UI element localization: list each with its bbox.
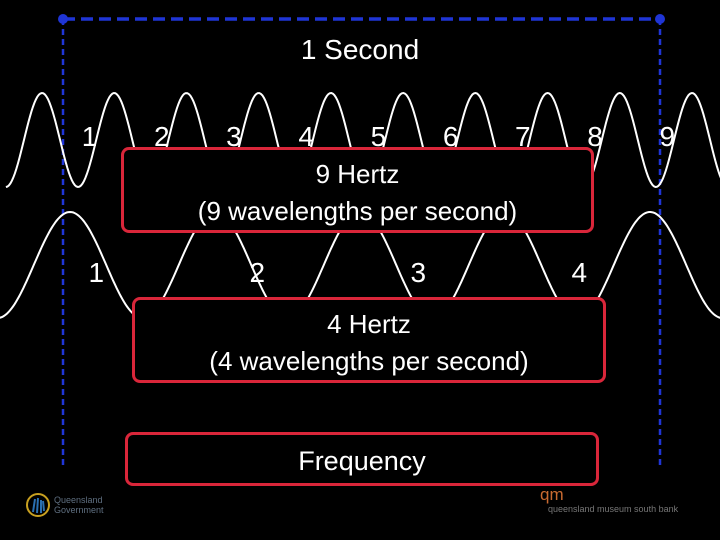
logo-line-2: Government — [54, 505, 104, 515]
logo-line-1: Queensland — [54, 495, 103, 505]
nine-hertz-cycle-label-5: 5 — [370, 121, 387, 152]
four-hertz-cycle-label-2: 2 — [249, 257, 266, 288]
nine-hertz-cycle-label-3: 3 — [226, 121, 242, 152]
frequency-label: Frequency — [298, 446, 426, 476]
nine-hertz-cycle-label-4: 4 — [298, 121, 314, 152]
bracket-dot-left — [58, 14, 68, 24]
four-hertz-title: 4 Hertz — [327, 309, 411, 339]
nine-hertz-title: 9 Hertz — [315, 159, 400, 189]
queensland-museum-text: queensland museum south bank — [548, 504, 679, 514]
nine-hertz-cycle-label-8: 8 — [587, 121, 603, 152]
queensland-museum-mark: qm — [540, 485, 564, 504]
queensland-government-logo: Queensland Government — [26, 492, 116, 518]
nine-hertz-cycle-label-9: 9 — [659, 121, 676, 152]
nine-hertz-cycle-label-2: 2 — [153, 121, 170, 152]
one-second-title: 1 Second — [300, 34, 420, 65]
four-hertz-caption: (4 wavelengths per second) — [209, 346, 529, 376]
nine-hertz-cycle-label-7: 7 — [515, 121, 531, 152]
frequency-box: Frequency — [125, 432, 599, 486]
nine-hertz-cycle-label-6: 6 — [442, 121, 459, 152]
four-hertz-cycle-label-4: 4 — [571, 257, 588, 288]
bracket-dot-right — [655, 14, 665, 24]
nine-hertz-box: 9 Hertz (9 wavelengths per second) — [121, 147, 594, 233]
four-hertz-cycle-label-3: 3 — [410, 257, 427, 288]
nine-hertz-cycle-label-1: 1 — [81, 121, 98, 152]
four-hertz-box: 4 Hertz (4 wavelengths per second) — [132, 297, 606, 383]
queensland-emblem-icon — [26, 493, 50, 517]
four-hertz-cycle-label-1: 1 — [88, 257, 105, 288]
nine-hertz-caption: (9 wavelengths per second) — [197, 196, 518, 226]
